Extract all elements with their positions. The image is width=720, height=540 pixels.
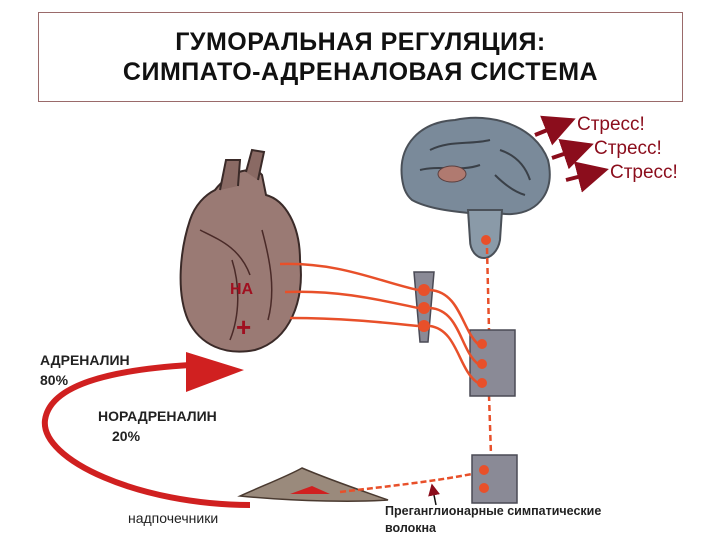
adrenalin-percent: 80% [40, 372, 69, 388]
stress-label-2: Стресс! [594, 138, 662, 159]
title-box: ГУМОРАЛЬНАЯ РЕГУЛЯЦИЯ: СИМПАТО-АДРЕНАЛОВ… [38, 12, 683, 102]
adrenal-nerve [339, 472, 473, 494]
stress-label-1: Стресс! [577, 114, 645, 135]
spinal-line-lower [487, 394, 493, 456]
stress-label-3: Стресс! [610, 162, 678, 183]
spinal-line-upper [485, 247, 491, 331]
noradrenalin-percent: 20% [112, 428, 141, 444]
brain-icon [400, 116, 551, 260]
na-label: НА [230, 281, 254, 298]
plus-sign: + [236, 312, 252, 342]
stress-arrow-2 [551, 138, 594, 170]
fibers-label-line2: волокна [385, 521, 437, 535]
title-line-1: ГУМОРАЛЬНАЯ РЕГУЛЯЦИЯ: [175, 28, 546, 56]
adrenalin-label: АДРЕНАЛИН [40, 352, 130, 368]
fibers-label-line1: Преганглионарные симпатические [385, 504, 602, 518]
stress-arrow-1 [534, 115, 576, 146]
spinal-segment-upper [469, 329, 516, 397]
spinal-segment-lower [471, 454, 518, 504]
title-line-2: СИМПАТО-АДРЕНАЛОВАЯ СИСТЕМА [122, 58, 599, 86]
stress-arrows [534, 115, 609, 193]
fiber-pointer-arrow [428, 483, 440, 506]
stress-arrow-3 [565, 161, 609, 193]
hormone-arrow [41, 352, 251, 508]
ganglion-chain [413, 271, 435, 343]
cardiac-nerves [279, 262, 479, 385]
adrenal-gland-icon [237, 467, 389, 502]
heart-icon [179, 148, 302, 353]
adrenal-label: надпочечники [128, 510, 219, 526]
noradrenalin-label: НОРАДРЕНАЛИН [98, 408, 217, 424]
